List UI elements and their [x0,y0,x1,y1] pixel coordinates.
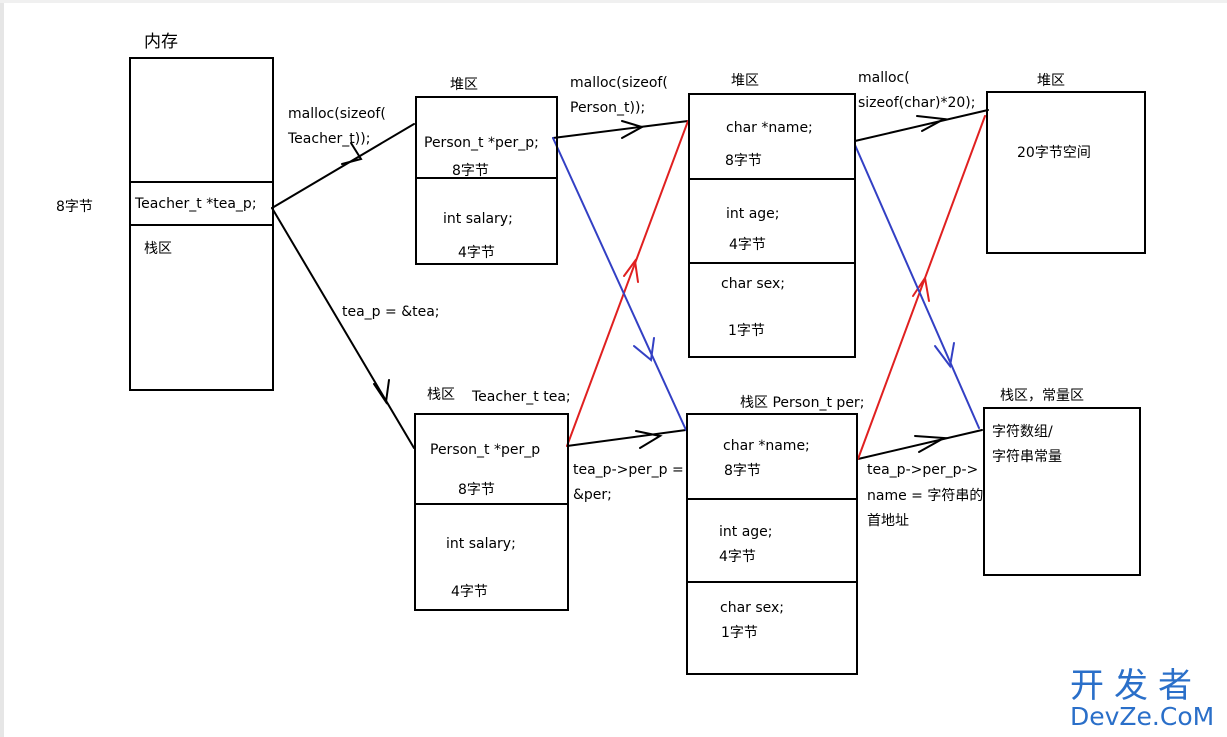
arrow-tea-p-to-stack-tea [271,207,415,449]
stack2-field1: char *name; [723,438,810,454]
stack-person-box [686,413,858,675]
malloc-person-line1: malloc(sizeof( [570,75,668,91]
malloc-teacher-line2: Teacher_t)); [288,131,371,147]
stack1-var-name: Teacher_t tea; [472,389,571,405]
heap2-field1: char *name; [726,120,813,136]
stack2-title: 栈区 Person_t per; [740,395,865,411]
memory-size-label: 8字节 [56,199,93,215]
arrowhead [621,120,645,139]
memory-var-label: Teacher_t *tea_p; [135,196,257,212]
malloc-char-line2: sizeof(char)*20); [858,95,976,111]
arrowhead [373,379,390,405]
stack2-size3: 1字节 [721,625,758,641]
per-assign-line1: tea_p->per_p = [573,462,684,478]
malloc-person-line2: Person_t)); [570,100,646,116]
stack2-field3: char sex; [720,600,785,616]
heap1-size1: 8字节 [452,163,489,179]
heap-teacher-box [415,96,558,265]
heap2-field2: int age; [726,206,780,222]
divider [686,498,858,500]
heap2-title: 堆区 [731,73,759,89]
arrow-heap-per-p-to-heap-person [552,120,689,139]
stack2-size2: 4字节 [719,549,756,565]
heap-person-box [688,93,856,358]
divider [129,224,274,226]
const-area-box [983,407,1141,576]
heap1-field1: Person_t *per_p; [424,135,539,151]
divider [414,503,569,505]
stack2-size1: 8字节 [724,463,761,479]
red-arrowhead [912,275,930,302]
blue-arrowhead [934,342,955,369]
arrow-stack-per-p-to-stack-per [566,429,687,447]
heap1-title: 堆区 [450,77,478,93]
blue-arrowhead [633,337,655,362]
watermark-line2: DevZe.CoM [1070,702,1215,731]
red-line-stack-name-to-heap-chars [857,115,986,460]
divider [686,581,858,583]
stack1-title: 栈区 [427,387,455,403]
heap3-content: 20字节空间 [1017,145,1091,161]
per-assign-line2: &per; [573,487,612,503]
name-assign-line2: name = 字符串的 [867,488,984,504]
arrowhead [916,115,948,132]
arrowhead [635,430,663,449]
arrow-stack-name-to-const-area [857,429,983,460]
arrowhead [914,435,948,453]
heap2-size1: 8字节 [725,153,762,169]
stack1-field1: Person_t *per_p [430,442,541,458]
name-assign-line1: tea_p->per_p-> [867,462,979,478]
red-line-stack-per-p-to-heap-person [566,120,689,447]
stack1-field2: int salary; [446,536,516,552]
stack2-field2: int age; [719,524,773,540]
arrow-heap-name-to-heap-chars [854,109,989,142]
heap1-field2: int salary; [443,211,513,227]
stack1-size1: 8字节 [458,482,495,498]
heap-chars-box [986,91,1146,254]
memory-title: 内存 [144,32,178,52]
divider [688,178,856,180]
divider [688,262,856,264]
red-arrowhead [623,258,639,283]
heap2-size2: 4字节 [729,237,766,253]
arrowhead [341,142,363,165]
top-edge [0,0,1227,3]
name-assign-line3: 首地址 [867,513,909,529]
stack-teacher-box [414,413,569,611]
heap1-size2: 4字节 [458,245,495,261]
heap3-title: 堆区 [1037,73,1065,89]
tea-assign-label: tea_p = &tea; [342,304,440,320]
const-area-title: 栈区，常量区 [1000,388,1084,404]
divider [129,181,274,183]
heap2-size3: 1字节 [728,323,765,339]
arrow-tea-p-to-heap-teacher [271,123,415,209]
malloc-char-line1: malloc( [858,70,910,86]
heap2-field3: char sex; [721,276,786,292]
const-area-line2: 字符串常量 [992,449,1062,465]
blue-line-heap-per-p-to-stack-per [552,137,687,431]
left-edge [0,0,4,737]
memory-region-label: 栈区 [144,241,172,257]
stack1-size2: 4字节 [451,584,488,600]
const-area-line1: 字符数组/ [992,424,1053,440]
blue-line-heap-name-to-const-area [854,144,980,429]
watermark-line1: 开发者 [1070,666,1202,706]
divider [415,177,558,179]
malloc-teacher-line1: malloc(sizeof( [288,106,386,122]
